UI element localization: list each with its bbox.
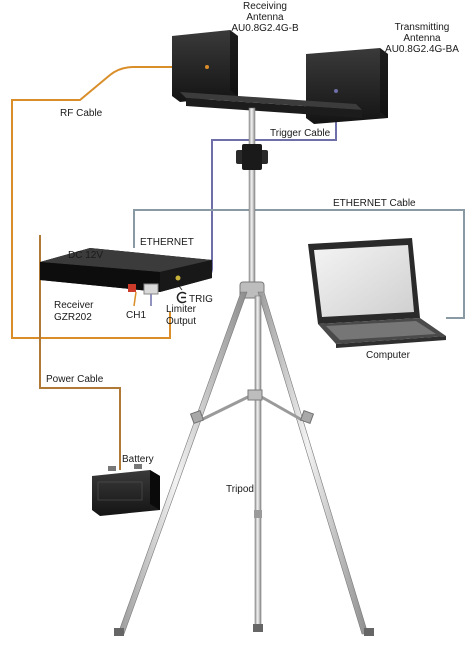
limiter-output-line1: Limiter — [166, 304, 197, 315]
transmitting-antenna-label-line1: Transmitting — [395, 22, 450, 33]
power-cable — [39, 235, 121, 470]
receiver-unit — [40, 248, 212, 295]
ethernet-cable — [133, 209, 465, 319]
rf-cable — [11, 66, 207, 339]
transmitting-antenna-label: Transmitting Antenna AU0.8G2.4G-BA — [385, 22, 459, 55]
receiver-label: Receiver GZR202 — [54, 300, 94, 323]
trig-label: TRIG — [176, 291, 213, 305]
ch1-label: CH1 — [126, 310, 146, 321]
tripod-label: Tripod — [226, 484, 254, 495]
antenna-assembly — [172, 30, 388, 124]
battery — [92, 464, 160, 516]
receiver-model: GZR202 — [54, 312, 92, 323]
tripod — [114, 107, 374, 636]
receiving-antenna-label-line2: Antenna — [246, 12, 284, 23]
ethernet-cable-label: ETHERNET Cable — [333, 198, 416, 209]
power-cable-label: Power Cable — [46, 374, 104, 385]
limiter-output-line2: Output — [166, 316, 196, 327]
rf-cable-label: RF Cable — [60, 108, 103, 119]
ethernet-port-label: ETHERNET — [140, 237, 194, 248]
trig-connector-icon — [176, 291, 187, 304]
trigger-cable-label: Trigger Cable — [270, 128, 331, 139]
transmitting-antenna-model: AU0.8G2.4G-BA — [385, 44, 459, 55]
receiving-antenna-label: Receiving Antenna AU0.8G2.4G-B — [231, 1, 299, 34]
laptop-computer — [308, 238, 446, 348]
receiving-antenna-model: AU0.8G2.4G-B — [231, 23, 299, 34]
receiver-label-line1: Receiver — [54, 300, 94, 311]
receiving-antenna-label-line1: Receiving — [243, 1, 287, 12]
limiter-output-label: Limiter Output — [166, 304, 197, 327]
transmitting-antenna-label-line2: Antenna — [403, 33, 441, 44]
computer-label: Computer — [366, 350, 411, 361]
battery-label: Battery — [122, 454, 154, 465]
ch1-lead — [133, 291, 137, 307]
trig-text: TRIG — [189, 294, 213, 305]
dc-12v-label: DC 12V — [68, 250, 103, 261]
